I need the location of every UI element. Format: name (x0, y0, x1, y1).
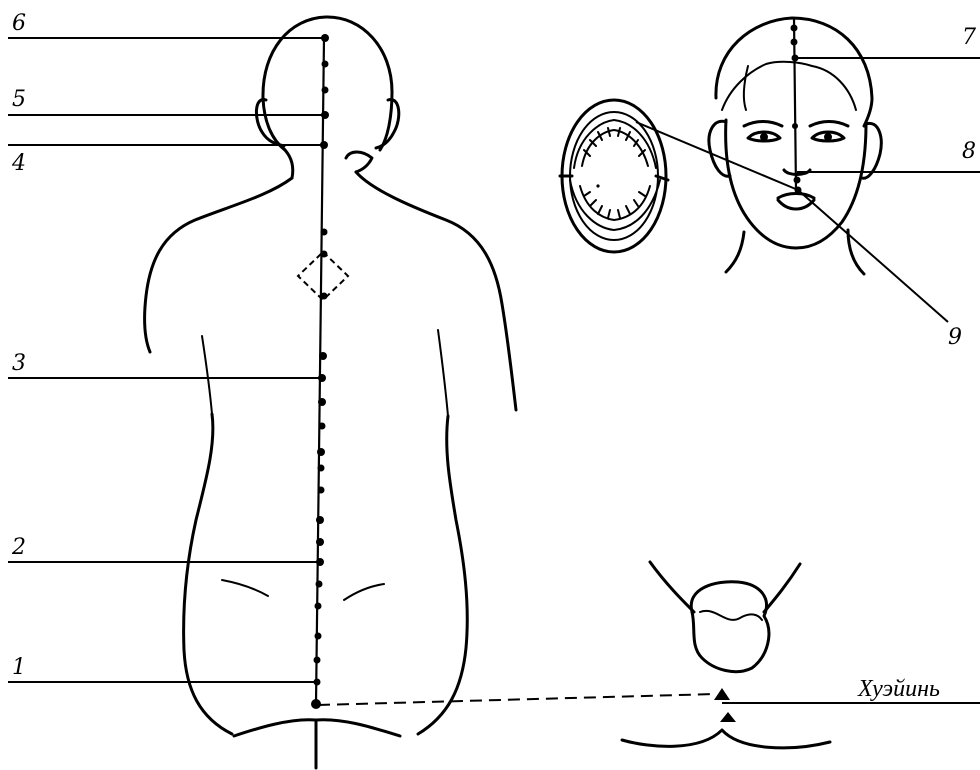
point-dot (321, 229, 328, 236)
lower-teeth-inner (580, 186, 650, 220)
point-dot (319, 423, 326, 430)
label-5: 5 (12, 87, 26, 112)
neck-left (726, 232, 744, 272)
left-thigh-line (650, 562, 694, 612)
point-dot-yintang (792, 123, 798, 129)
right-thigh-line (764, 564, 800, 612)
face-right (796, 124, 866, 248)
upper-lip (778, 194, 814, 199)
huiyin-connector (318, 694, 716, 705)
left-torso (184, 414, 232, 734)
mouth-figure (560, 100, 668, 252)
label-9: 9 (948, 325, 962, 350)
point-dot (316, 538, 324, 546)
right-pupil (824, 133, 832, 141)
left-shoulder-arm (145, 178, 292, 352)
label-2: 2 (11, 535, 26, 560)
point-dot (316, 516, 324, 524)
label-4: 4 (11, 151, 26, 176)
hairline (722, 62, 856, 110)
right-eyebrow (810, 122, 848, 127)
point-dot (318, 465, 325, 472)
left-ear (256, 100, 284, 146)
leader-9 (798, 190, 948, 322)
right-ear (376, 100, 399, 148)
point-dot (322, 61, 329, 68)
point-dot-renzhong (794, 177, 801, 184)
point-dot (319, 352, 327, 360)
perineum-figure (622, 562, 830, 748)
label-8: 8 (962, 139, 976, 164)
label-3: 3 (12, 351, 26, 376)
label-6: 6 (12, 11, 26, 36)
hair-strand (744, 66, 748, 110)
right-shoulder-arm (356, 172, 516, 410)
point-dot (321, 293, 328, 300)
neck-left (285, 150, 293, 178)
back-figure (145, 17, 516, 768)
point-dot (314, 657, 321, 664)
label-7: 7 (962, 25, 976, 50)
right-inner-arm (438, 330, 448, 416)
point-dot (322, 87, 329, 94)
left-pupil (760, 133, 768, 141)
genital-outline (691, 582, 769, 672)
point-dot (791, 25, 798, 32)
point-dot (318, 487, 325, 494)
left-back-dimple (222, 580, 268, 596)
lower-teeth-marks (584, 192, 645, 218)
left-leaders (8, 38, 325, 682)
label-huiyin: Хуэйинь (857, 676, 940, 702)
mouth-inner-dot (596, 184, 599, 187)
right-back-dimple (344, 584, 384, 600)
point-dot (791, 39, 798, 46)
point-dot (315, 633, 322, 640)
left-inner-arm (202, 336, 212, 414)
perineum-lower (622, 730, 830, 748)
upper-teeth-inner (582, 130, 648, 166)
neck-right (346, 152, 372, 172)
point-dot (315, 603, 322, 610)
huiyin-mark (714, 688, 730, 700)
label-1: 1 (12, 655, 26, 680)
left-eyebrow (744, 122, 782, 127)
genital-fold (700, 611, 762, 620)
upper-teeth-marks (584, 128, 645, 156)
anus-mark (720, 712, 736, 722)
lower-lip (778, 200, 814, 209)
point-dot (316, 581, 323, 588)
right-torso (418, 416, 467, 734)
point-dot (321, 251, 328, 258)
point-dot (318, 398, 326, 406)
point-dot (317, 448, 325, 456)
